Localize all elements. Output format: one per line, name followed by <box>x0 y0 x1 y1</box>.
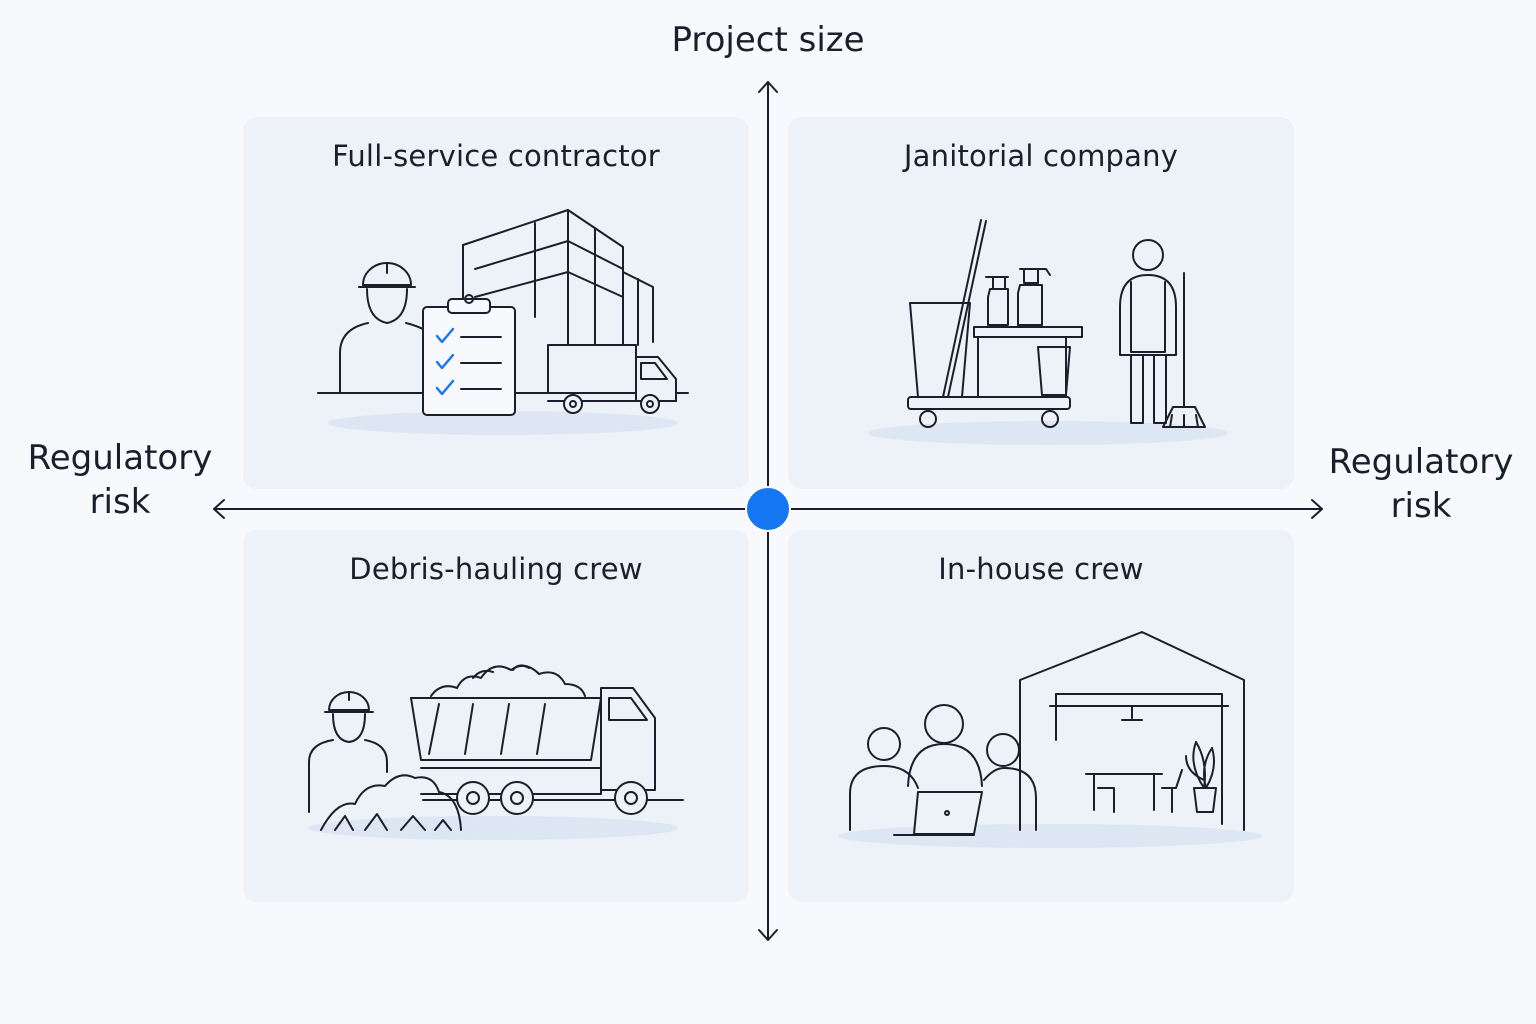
horizontal-axis-left-label: Regulatory risk <box>0 436 240 524</box>
cleaning-cart-icon <box>907 219 1083 428</box>
quadrant-full-service-contractor: Full-service contractor <box>243 117 749 489</box>
origin-point <box>745 486 791 532</box>
axis-label-line: Regulatory <box>27 438 213 478</box>
checklist-icon <box>422 294 516 416</box>
quadrant-title: In-house crew <box>938 552 1144 586</box>
dump-truck-icon <box>410 664 684 815</box>
laptop-icon <box>893 791 983 836</box>
construction-worker-icon <box>339 262 437 394</box>
quadrant-title: Janitorial company <box>903 139 1179 173</box>
axis-label-line: risk <box>1390 486 1452 526</box>
rubble-pile-icon <box>320 774 462 831</box>
horizontal-axis-right-label: Regulatory risk <box>1306 440 1536 528</box>
spray-bottle-icon <box>985 268 1051 326</box>
horizontal-axis-right-arrow <box>1311 499 1323 519</box>
vertical-axis-bottom-arrow <box>758 929 778 941</box>
quadrant-title: Full-service contractor <box>332 139 660 173</box>
quadrant-janitorial-company: Janitorial company <box>788 117 1294 489</box>
team-icon <box>849 704 1037 831</box>
quadrant-in-house-crew: In-house crew <box>788 530 1294 902</box>
axis-label-line: Regulatory <box>1328 442 1514 482</box>
quadrant-debris-hauling-crew: Debris-hauling crew <box>243 530 749 902</box>
janitor-with-broom-icon <box>1119 239 1206 428</box>
horizontal-axis-left-arrow <box>213 499 225 519</box>
office-building-icon <box>1019 631 1245 831</box>
building-icon <box>462 209 654 358</box>
worker-icon <box>308 691 388 813</box>
box-truck-icon <box>547 344 677 414</box>
axis-label-line: risk <box>89 482 151 522</box>
plant-icon <box>1185 741 1217 813</box>
vertical-axis-label: Project size <box>671 20 865 60</box>
quadrant-title: Debris-hauling crew <box>349 552 643 586</box>
vertical-axis-top-arrow <box>758 81 778 93</box>
